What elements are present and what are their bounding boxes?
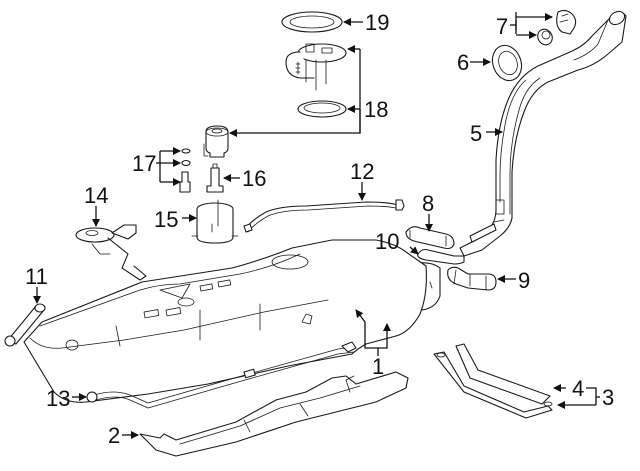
o-ring-part[interactable] (181, 148, 191, 167)
vapor-tube-part[interactable] (243, 199, 405, 233)
vent-hose-part[interactable] (447, 266, 497, 291)
callout-9[interactable]: 9 (518, 268, 530, 293)
fuel-cap-part[interactable] (556, 9, 577, 35)
callout-16[interactable]: 16 (242, 166, 266, 191)
callout-12[interactable]: 12 (350, 159, 374, 184)
callout-6[interactable]: 6 (457, 50, 469, 75)
callout-1[interactable]: 1 (372, 354, 384, 379)
callout-15[interactable]: 15 (154, 207, 178, 232)
pressure-regulator-part[interactable] (179, 171, 191, 193)
callout-8[interactable]: 8 (422, 191, 434, 216)
filler-hose-part[interactable] (405, 226, 455, 250)
callout-14[interactable]: 14 (84, 183, 108, 208)
fuel-feed-line-part[interactable] (86, 341, 357, 409)
callout-19[interactable]: 19 (365, 10, 389, 35)
filler-pipe-part[interactable] (459, 9, 627, 257)
fuel-tank-part[interactable] (23, 239, 427, 403)
callout-3[interactable]: 3 (602, 385, 614, 410)
grommet-part[interactable] (535, 27, 555, 48)
filler-neck-cap-housing-part[interactable] (488, 41, 527, 84)
callout-2[interactable]: 2 (108, 423, 120, 448)
callout-4[interactable]: 4 (572, 376, 584, 401)
pump-reservoir-part[interactable] (191, 199, 239, 244)
fuel-pump-part[interactable] (206, 163, 224, 193)
callout-7[interactable]: 7 (496, 14, 508, 39)
callout-11[interactable]: 11 (25, 264, 48, 289)
tank-strap-lower-part[interactable] (433, 351, 553, 419)
fuel-pump-module-part[interactable] (285, 43, 347, 91)
callout-17[interactable]: 17 (132, 151, 156, 176)
lock-ring-part[interactable] (281, 11, 343, 33)
callout-18[interactable]: 18 (364, 97, 388, 122)
fuel-filter-part[interactable] (203, 125, 229, 158)
tank-strap-part[interactable] (455, 343, 551, 405)
callout-5[interactable]: 5 (470, 121, 482, 146)
fuel-level-sender-part[interactable] (75, 224, 147, 281)
fuel-line-hose-part[interactable] (4, 303, 46, 347)
breather-hose-part[interactable] (417, 248, 465, 265)
tank-protector-part[interactable] (139, 371, 409, 457)
callout-10[interactable]: 10 (375, 229, 399, 254)
gasket-part[interactable] (297, 100, 347, 118)
callout-13[interactable]: 13 (46, 386, 70, 411)
